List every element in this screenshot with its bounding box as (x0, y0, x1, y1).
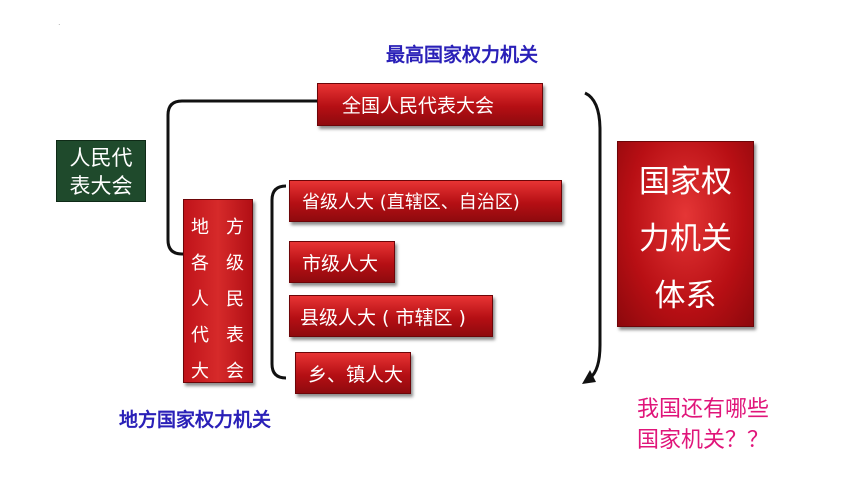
local-box-char: 方 (226, 217, 244, 238)
question-line: 国家机关？？ (637, 428, 770, 453)
local-levels-brace (270, 184, 287, 380)
local-box-char: 地 (191, 217, 209, 238)
question-text: 我国还有哪些 国家机关？？ (637, 394, 769, 456)
system-box-line: 体系 (654, 278, 717, 314)
national-congress-box: 全国人民代表大会 (317, 83, 543, 126)
provincial-congress-box: 省级人大 (直辖区、自治区) (289, 180, 562, 222)
congress-box: 人民代 表大会 (56, 140, 146, 202)
local-box-char: 民 (226, 289, 244, 310)
local-box-char: 会 (226, 361, 244, 382)
system-bracket-arrow (582, 370, 596, 384)
local-box-char: 表 (226, 325, 244, 346)
state-power-system-box: 国家权 力机关 体系 (617, 141, 754, 327)
system-box-line: 国家权 (639, 164, 732, 200)
bottom-heading: 地方国家权力机关 (119, 409, 272, 431)
top-heading: 最高国家权力机关 (386, 44, 539, 66)
local-congress-box: 地 各 人 代 大 方 级 民 表 会 (183, 199, 253, 383)
congress-box-line: 人民代 (69, 146, 133, 170)
local-box-char: 级 (226, 253, 244, 274)
decorative-dot: . (58, 18, 61, 27)
local-box-char: 大 (191, 361, 209, 382)
system-box-line: 力机关 (639, 221, 732, 257)
system-bracket (584, 91, 602, 380)
local-box-char: 代 (191, 325, 209, 346)
local-box-right-column: 方 级 民 表 会 (224, 210, 246, 390)
local-box-char: 人 (191, 289, 209, 310)
city-congress-box: 市级人大 (289, 241, 395, 283)
question-line: 我国还有哪些 (637, 397, 770, 422)
congress-box-line: 表大会 (69, 174, 133, 198)
local-box-char: 各 (191, 253, 209, 274)
township-congress-box: 乡、镇人大 (295, 352, 411, 394)
county-congress-box: 县级人大 ( 市辖区 ) (289, 295, 493, 337)
congress-bracket (166, 99, 317, 256)
local-box-left-column: 地 各 人 代 大 (189, 210, 211, 390)
